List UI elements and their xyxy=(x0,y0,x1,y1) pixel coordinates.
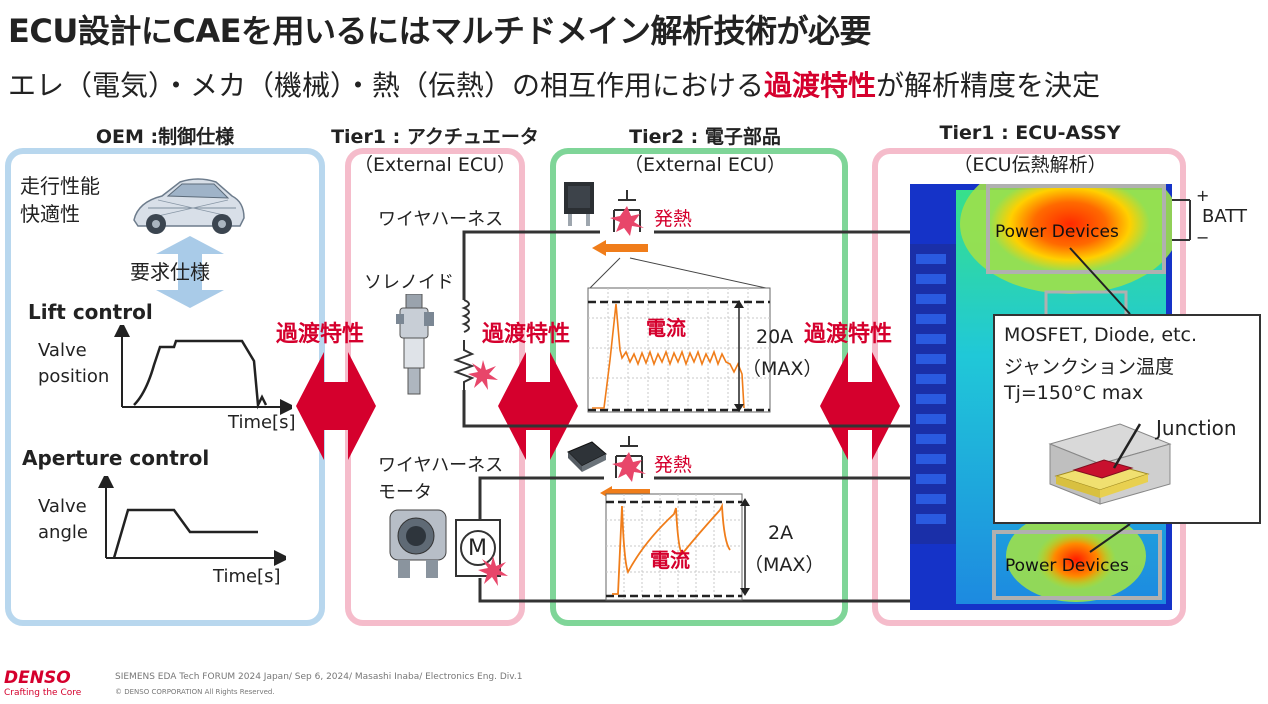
motor-throttle-image xyxy=(389,509,447,578)
heat-label-1: 発熱 xyxy=(654,208,693,230)
current-range-arrow-1 xyxy=(734,300,744,412)
junction-3d-model xyxy=(1048,423,1172,505)
page-title: ECU設計にCAEを用いるにはマルチドメイン解析技術が必要 xyxy=(8,12,871,50)
callout-line-2: ジャンクション温度 xyxy=(1004,356,1175,378)
requirement-arrow xyxy=(156,236,224,308)
comfort-label: 快適性 xyxy=(20,202,80,226)
aperture-xlabel: Time[s] xyxy=(213,566,281,587)
transient-arrow-2 xyxy=(498,352,578,460)
lift-ylabel-2: position xyxy=(38,366,110,387)
performance-label: 走行性能 xyxy=(20,174,100,198)
current-waveform-chart-2 xyxy=(605,493,743,601)
batt-label: BATT xyxy=(1202,206,1247,227)
transistor-symbol-1 xyxy=(610,190,644,236)
transient-label-3: 過渡特性 xyxy=(804,322,893,347)
page-subtitle: エレ（電気）・メカ（機械）・熱（伝熱）の相互作用における過渡特性が解析精度を決定 xyxy=(8,64,1100,104)
harness-label-1: ワイヤハーネス xyxy=(378,209,504,230)
solenoid-image xyxy=(396,294,434,395)
aperture-control-curve xyxy=(112,508,258,559)
denso-logo: DENSO xyxy=(4,668,71,688)
car-image xyxy=(128,168,248,236)
transient-label-2: 過渡特性 xyxy=(482,322,571,347)
lift-control-title: Lift control xyxy=(28,300,153,324)
footer-event: SIEMENS EDA Tech FORUM 2024 Japan/ Sep 6… xyxy=(115,672,523,682)
subtitle-suffix: が解析精度を決定 xyxy=(876,69,1101,102)
batt-minus: − xyxy=(1196,228,1210,247)
power-transistor-image xyxy=(564,182,594,226)
lift-control-curve xyxy=(133,339,268,410)
current-label-1: 電流 xyxy=(646,316,686,340)
lift-xlabel: Time[s] xyxy=(228,412,296,433)
aperture-ylabel-1: Valve xyxy=(38,496,87,517)
heat-arrow-1 xyxy=(592,240,648,256)
solenoid-label: ソレノイド xyxy=(364,272,454,293)
max-unit-2: （MAX） xyxy=(744,554,825,576)
motor-symbol: M xyxy=(468,536,487,561)
tier2-sub: （External ECU） xyxy=(623,154,787,176)
requirement-label: 要求仕様 xyxy=(130,260,210,284)
ic-chip-image xyxy=(567,441,607,472)
tier1-ecu-sub: （ECU伝熱解析） xyxy=(953,154,1107,176)
callout-line-1: MOSFET, Diode, etc. xyxy=(1004,324,1198,346)
batt-plus: + xyxy=(1196,186,1210,205)
batt-connector xyxy=(1172,199,1191,241)
motor-label: モータ xyxy=(378,482,432,503)
power-devices-label-1: Power Devices xyxy=(995,222,1119,242)
transistor-symbol-2 xyxy=(612,436,646,482)
aperture-ylabel-2: angle xyxy=(38,522,88,543)
callout-line-3: Tj=150°C max xyxy=(1004,382,1144,404)
transient-label-1: 過渡特性 xyxy=(276,322,365,347)
lift-control-chart xyxy=(114,325,292,415)
subtitle-prefix: エレ（電気）・メカ（機械）・熱（伝熱）の相互作用における xyxy=(8,69,765,102)
footer-copyright: © DENSO CORPORATION All Rights Reserved. xyxy=(115,688,275,696)
heat-label-2: 発熱 xyxy=(654,454,693,476)
junction-label: Junction xyxy=(1156,416,1237,440)
current-range-arrow-2 xyxy=(740,498,750,596)
max-value-2: 2A xyxy=(768,522,794,544)
lift-ylabel-1: Valve xyxy=(38,340,87,361)
tier1-actuator-sub: （External ECU） xyxy=(353,154,517,176)
solenoid-heat-spark xyxy=(468,360,498,390)
harness-label-2: ワイヤハーネス xyxy=(378,455,504,476)
subtitle-highlight: 過渡特性 xyxy=(764,69,877,102)
max-value-1: 20A xyxy=(756,326,794,348)
power-devices-label-2: Power Devices xyxy=(1005,556,1129,576)
current-label-2: 電流 xyxy=(650,548,690,572)
transient-arrow-3 xyxy=(820,352,900,460)
tier1-ecu-heading: Tier1 : ECU-ASSY xyxy=(939,122,1121,144)
max-unit-1: （MAX） xyxy=(742,358,823,380)
tier1-actuator-heading: Tier1 : アクチュエータ xyxy=(331,126,539,148)
tier2-heading: Tier2 : 電子部品 xyxy=(629,126,781,148)
aperture-control-title: Aperture control xyxy=(22,446,210,470)
motor-heat-spark xyxy=(478,556,508,586)
oem-heading: OEM :制御仕様 xyxy=(95,126,235,148)
denso-tagline: Crafting the Core xyxy=(4,688,82,698)
transient-arrow-1 xyxy=(296,352,376,460)
aperture-control-chart xyxy=(98,476,286,566)
